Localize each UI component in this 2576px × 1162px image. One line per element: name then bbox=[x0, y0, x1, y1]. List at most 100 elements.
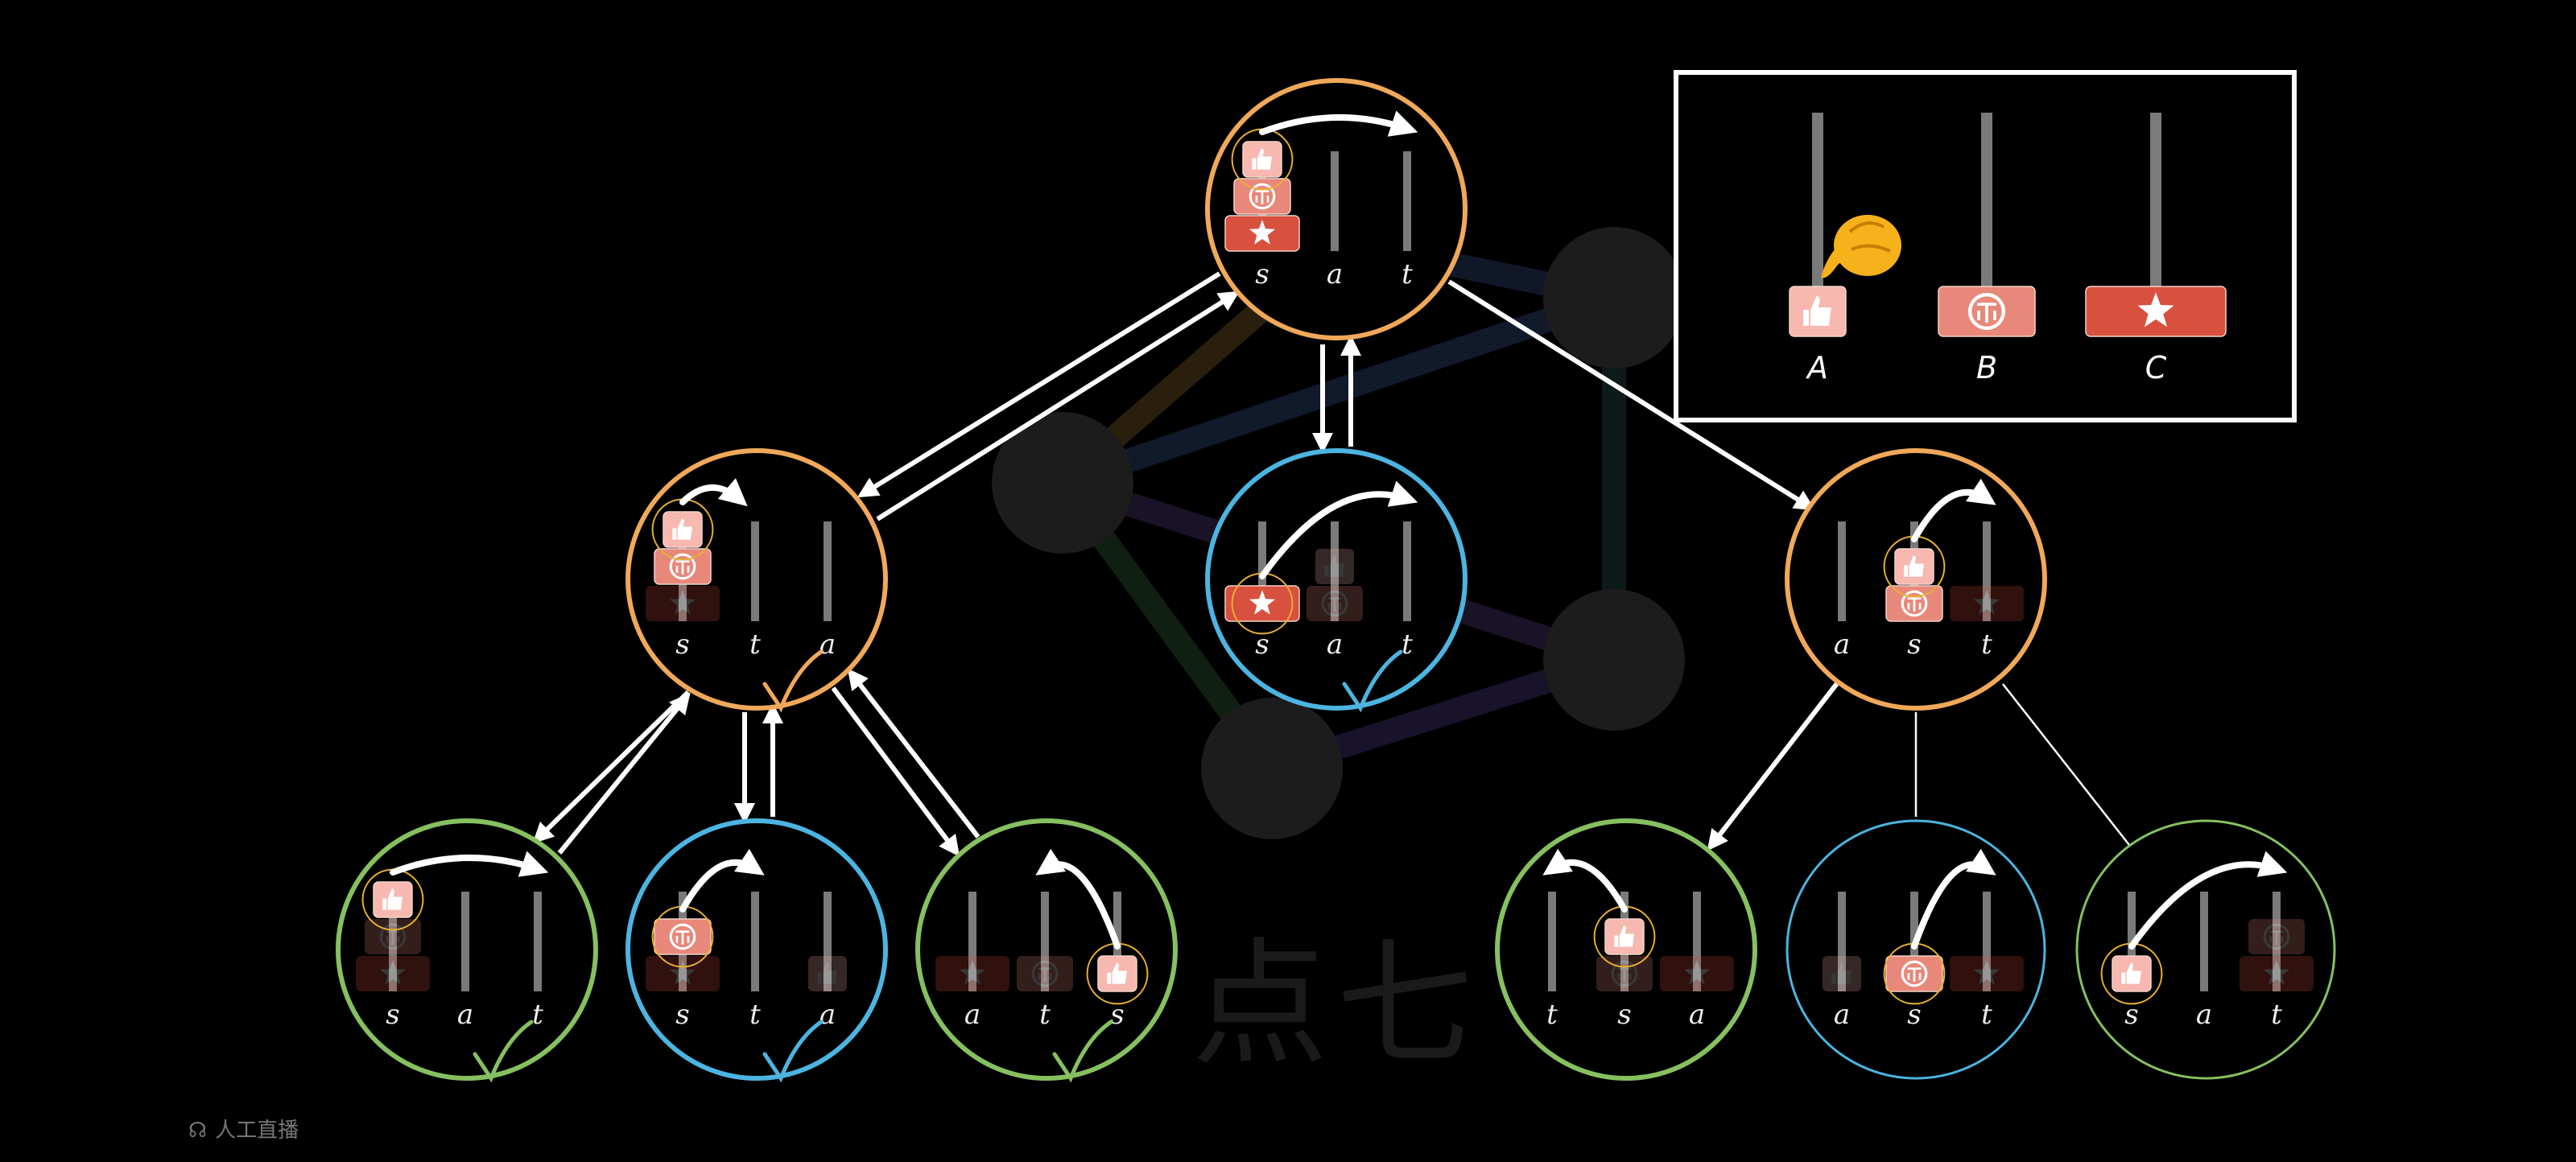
tree-edge-arrow bbox=[857, 271, 1221, 498]
thumbs-up-icon bbox=[1904, 554, 1924, 577]
coin-token bbox=[1885, 585, 1943, 622]
watermark-node bbox=[992, 412, 1133, 554]
peg bbox=[751, 521, 759, 621]
thumbs-up-icon bbox=[1831, 962, 1852, 984]
peg-label: a bbox=[1689, 999, 1705, 1031]
peg bbox=[1041, 892, 1049, 991]
watermark-node bbox=[1543, 589, 1685, 731]
thumbs-up-token bbox=[1789, 286, 1847, 337]
peg-label: s bbox=[1907, 999, 1921, 1031]
move-arrow bbox=[390, 851, 549, 877]
coin-token bbox=[1233, 178, 1291, 215]
thumbs-up-icon bbox=[1252, 147, 1272, 170]
tree-edge-arrow bbox=[1707, 681, 1840, 851]
peg-label: t bbox=[532, 999, 543, 1031]
check-icon bbox=[762, 649, 824, 713]
star-token bbox=[2085, 286, 2227, 337]
peg-label: s bbox=[2124, 999, 2138, 1031]
peg-label: t bbox=[749, 628, 761, 661]
star-icon bbox=[1249, 220, 1276, 245]
tree-edge-arrow bbox=[532, 690, 691, 844]
coin-token bbox=[1938, 286, 2036, 337]
thumbs-up-icon bbox=[382, 888, 402, 910]
peg-label: s bbox=[1255, 258, 1269, 290]
thumbs-up-icon bbox=[672, 517, 692, 540]
peg bbox=[534, 892, 542, 991]
peg bbox=[1403, 151, 1411, 251]
watermark-node bbox=[1543, 227, 1685, 369]
thumbs-up-token bbox=[1242, 141, 1282, 178]
tree-edge-arrow bbox=[831, 686, 960, 857]
people-icon: ☊ bbox=[188, 1119, 208, 1143]
coin-icon bbox=[1321, 590, 1348, 617]
coin-icon bbox=[669, 553, 696, 580]
peg-label: s bbox=[1617, 999, 1631, 1031]
move-arrow bbox=[1035, 848, 1121, 950]
star-token bbox=[646, 956, 720, 991]
legend-peg bbox=[1812, 113, 1823, 306]
peg bbox=[751, 892, 759, 991]
thumbs-up-icon bbox=[817, 962, 837, 984]
thumbs-up-token bbox=[808, 956, 847, 991]
tree-edge-arrow bbox=[876, 290, 1241, 521]
thumbs-up-token bbox=[1097, 955, 1137, 992]
move-arrow bbox=[679, 478, 748, 507]
peg-label: s bbox=[675, 628, 689, 661]
legend-label: C bbox=[2145, 350, 2167, 385]
coin-icon bbox=[1031, 960, 1059, 987]
move-arrow bbox=[1911, 848, 1996, 950]
peg-label: s bbox=[1907, 628, 1921, 661]
coin-icon bbox=[2263, 923, 2290, 950]
coin-token bbox=[1596, 956, 1653, 991]
star-token bbox=[935, 956, 1009, 991]
tree-edge-arrow bbox=[557, 692, 691, 855]
coin-icon bbox=[379, 923, 407, 950]
coin-token bbox=[654, 918, 712, 955]
footer-text: 人工直播 bbox=[215, 1119, 299, 1143]
peg-label: t bbox=[749, 999, 761, 1031]
peg-label: a bbox=[964, 999, 980, 1031]
star-token bbox=[356, 956, 430, 991]
star-icon bbox=[2137, 292, 2174, 328]
peg-label: t bbox=[1402, 628, 1413, 661]
peg-label: t bbox=[1981, 999, 1992, 1031]
peg bbox=[389, 892, 397, 991]
coin-icon bbox=[1249, 183, 1276, 210]
move-arrow bbox=[679, 848, 765, 913]
thumbs-up-icon bbox=[1107, 962, 1127, 984]
peg-label: a bbox=[1834, 999, 1850, 1031]
legend-item: B bbox=[1938, 113, 2036, 385]
move-arrow bbox=[1911, 478, 1996, 542]
star-icon bbox=[1973, 590, 2000, 615]
tree-edge bbox=[2002, 683, 2130, 846]
thumbs-up-token bbox=[1894, 548, 1934, 585]
tree-edge-arrow bbox=[847, 668, 980, 839]
star-icon bbox=[1249, 590, 1276, 615]
star-icon bbox=[669, 960, 696, 985]
star-icon bbox=[959, 960, 986, 985]
check-icon bbox=[1342, 649, 1403, 713]
thumbs-up-token bbox=[1315, 549, 1354, 584]
peg bbox=[2200, 892, 2208, 991]
star-icon bbox=[2263, 960, 2290, 985]
peg bbox=[1693, 892, 1701, 991]
peg-label: t bbox=[1981, 628, 1992, 661]
coin-icon bbox=[1901, 960, 1928, 987]
peg-label: s bbox=[1110, 999, 1124, 1031]
peg bbox=[1331, 521, 1339, 621]
thumbs-up-token bbox=[2112, 955, 2152, 992]
check-icon bbox=[473, 1020, 534, 1083]
peg-label: s bbox=[675, 999, 689, 1031]
move-arrow bbox=[2128, 851, 2288, 950]
peg-label: t bbox=[2271, 999, 2282, 1031]
peg-label: a bbox=[1834, 628, 1850, 661]
